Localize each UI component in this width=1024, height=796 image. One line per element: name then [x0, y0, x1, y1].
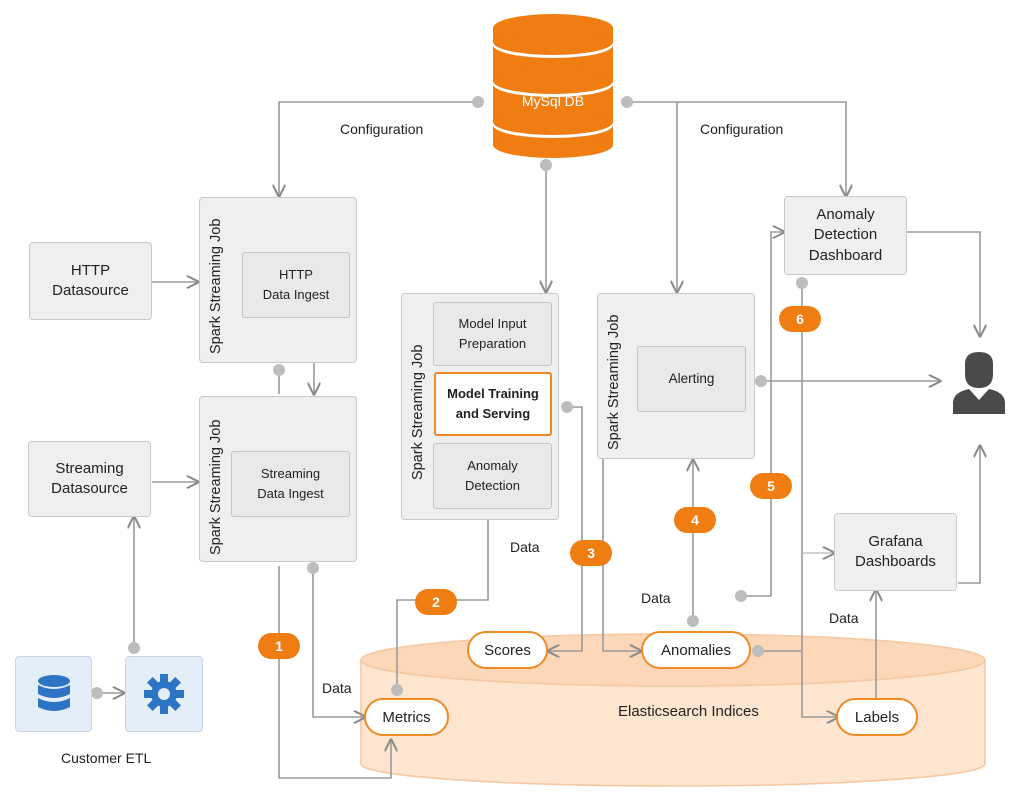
spark-job-title: Spark Streaming Job — [606, 314, 622, 450]
streaming-datasource-line2: Datasource — [51, 480, 128, 497]
spark-job-title: Spark Streaming Job — [208, 218, 224, 354]
step-badge-6: 6 — [779, 306, 821, 332]
mysql-database: MySql DB — [492, 12, 614, 160]
streaming-data-ingest-line1: Streaming — [260, 465, 321, 481]
anomaly-detection-dashboard: Anomaly Detection Dashboard — [784, 196, 907, 275]
config-label-right: Configuration — [700, 121, 784, 137]
database-icon — [37, 675, 70, 711]
data-label: Data — [829, 610, 859, 626]
step-badge-2: 2 — [415, 589, 457, 615]
model-training-line2: and Serving — [455, 406, 531, 421]
dashboard-line2: Detection — [813, 226, 878, 244]
streaming-data-ingest: Streaming Data Ingest — [231, 451, 350, 517]
http-data-ingest-line1: HTTP — [279, 266, 313, 282]
step-badge-1: 1 — [258, 633, 300, 659]
spark-job-http-ingest: Spark Streaming Job HTTP Data Ingest — [199, 197, 357, 363]
model-input-preparation: Model Input Preparation — [433, 302, 552, 366]
labels-index: Labels — [836, 698, 918, 736]
anomaly-detection-line1: Anomaly — [467, 457, 518, 473]
gear-icon — [144, 674, 184, 714]
anomaly-detection-step: Anomaly Detection — [433, 443, 552, 509]
streaming-datasource-line1: Streaming — [55, 459, 124, 477]
model-training-serving: Model Training and Serving — [434, 372, 552, 436]
http-datasource: HTTP Datasource — [29, 242, 152, 320]
anomaly-detection-line2: Detection — [465, 478, 520, 493]
data-label: Data — [510, 539, 540, 555]
metrics-index: Metrics — [364, 698, 449, 736]
step-badge-5: 5 — [750, 473, 792, 499]
streaming-datasource: Streaming Datasource — [28, 441, 151, 517]
step-badge-4: 4 — [674, 507, 716, 533]
spark-job-streaming-ingest: Spark Streaming Job Streaming Data Inges… — [199, 396, 357, 562]
etl-database — [15, 656, 92, 732]
dashboard-line3: Dashboard — [808, 246, 883, 264]
spark-job-title: Spark Streaming Job — [208, 419, 224, 555]
streaming-data-ingest-line2: Data Ingest — [257, 486, 324, 501]
alerting: Alerting — [637, 346, 746, 412]
http-datasource-line1: HTTP — [70, 261, 111, 279]
spark-job-alerting: Spark Streaming Job Alerting — [597, 293, 755, 459]
model-input-line1: Model Input — [458, 315, 527, 331]
anomalies-index: Anomalies — [641, 631, 751, 669]
spark-job-model: Spark Streaming Job Model Input Preparat… — [401, 293, 559, 520]
grafana-line1: Grafana — [868, 532, 923, 550]
data-label: Data — [322, 680, 352, 696]
database-icon — [493, 14, 613, 158]
config-label-left: Configuration — [340, 121, 424, 137]
etl-gear — [125, 656, 203, 732]
http-data-ingest-line2: Data Ingest — [262, 287, 330, 302]
scores-index: Scores — [467, 631, 548, 669]
http-data-ingest: HTTP Data Ingest — [242, 252, 350, 318]
db-label: MySql DB — [521, 93, 585, 109]
model-training-line1: Model Training — [447, 385, 539, 401]
http-datasource-line2: Datasource — [52, 282, 129, 299]
user-icon — [953, 352, 1005, 414]
data-label: Data — [641, 590, 671, 606]
grafana-line2: Dashboards — [855, 553, 936, 570]
step-badge-3: 3 — [570, 540, 612, 566]
customer-etl-label: Customer ETL — [61, 750, 152, 766]
dashboard-line1: Anomaly — [816, 206, 875, 224]
model-input-line2: Preparation — [458, 336, 527, 351]
grafana-dashboards: Grafana Dashboards — [834, 513, 957, 591]
elasticsearch-label: Elasticsearch Indices — [618, 703, 759, 720]
spark-job-title: Spark Streaming Job — [410, 344, 426, 480]
